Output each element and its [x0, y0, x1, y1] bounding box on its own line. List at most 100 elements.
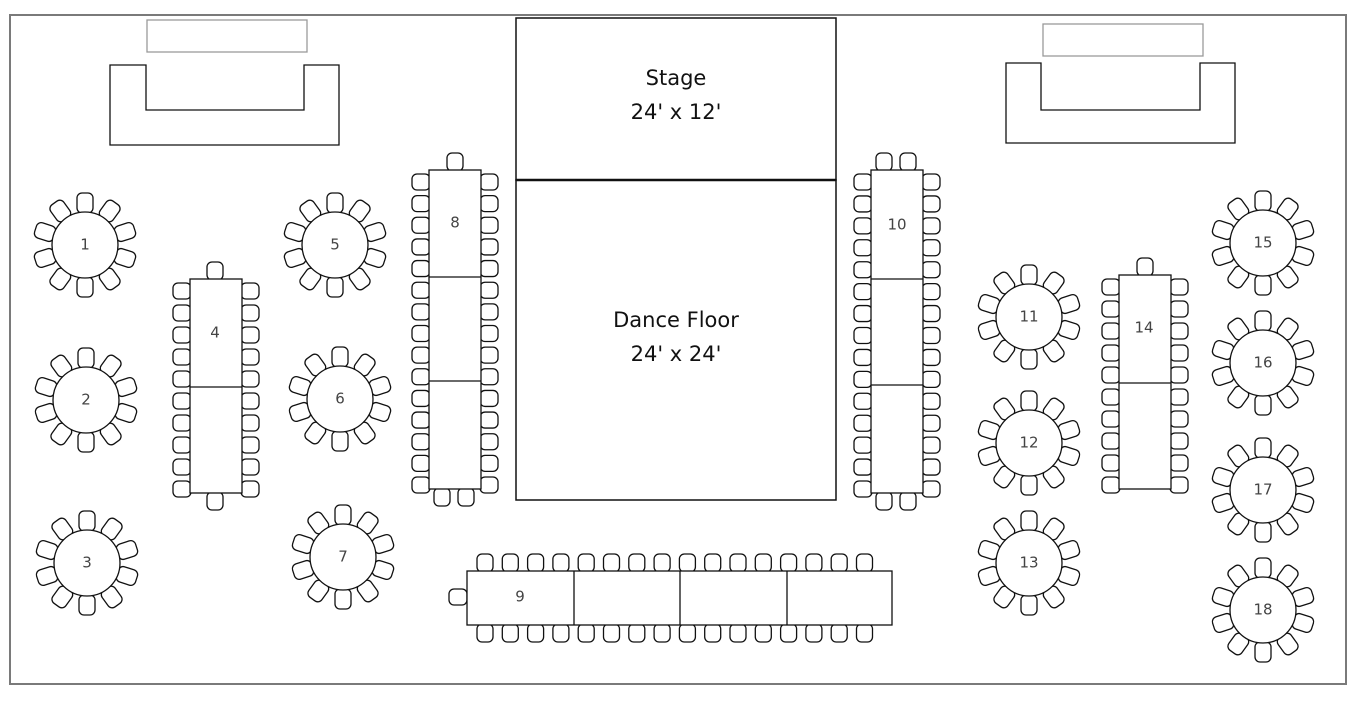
chair	[172, 458, 192, 476]
chair	[921, 348, 941, 367]
table-12-label: 12	[1019, 434, 1038, 452]
chair	[853, 370, 873, 389]
chair	[448, 588, 468, 606]
banquet-table-10	[853, 152, 941, 511]
chair	[853, 392, 873, 410]
chair	[479, 389, 499, 408]
chair	[331, 430, 349, 452]
chair	[479, 216, 499, 234]
chair	[921, 392, 941, 410]
chair	[853, 173, 873, 191]
chair	[899, 152, 917, 172]
chair	[853, 217, 873, 235]
chair	[602, 553, 621, 573]
chair	[479, 476, 499, 494]
chair	[678, 623, 697, 643]
chair	[805, 553, 823, 573]
table-17-label: 17	[1253, 481, 1272, 499]
chair	[479, 238, 499, 256]
chair	[921, 195, 941, 213]
chair	[240, 370, 260, 388]
chair	[172, 304, 192, 322]
chair	[476, 553, 494, 573]
chair	[921, 436, 941, 454]
chair	[830, 623, 848, 643]
round-table-2	[34, 347, 138, 453]
chair	[853, 414, 873, 432]
table-15-label: 15	[1253, 234, 1272, 252]
chair	[853, 480, 873, 498]
chair	[172, 326, 192, 344]
chair	[921, 173, 941, 191]
round-tabletop	[1229, 576, 1297, 644]
chair	[853, 348, 873, 367]
dance-floor-title: Dance Floor	[613, 308, 739, 332]
round-tabletop	[306, 365, 374, 433]
round-table-7	[291, 504, 395, 610]
banquet-tabletop	[1118, 274, 1172, 490]
chair	[779, 623, 798, 643]
chair	[1254, 521, 1272, 543]
banquet-tabletop	[870, 169, 924, 494]
chair	[1254, 394, 1272, 416]
chair	[479, 346, 499, 364]
table-11-label: 11	[1019, 308, 1038, 326]
chair	[853, 261, 873, 279]
chair	[411, 259, 431, 278]
round-tabletop	[1229, 456, 1297, 524]
chair	[921, 239, 941, 257]
table-10-label: 10	[887, 216, 906, 234]
chair	[479, 454, 499, 473]
chair	[1101, 388, 1121, 406]
chair	[853, 239, 873, 257]
chair	[240, 414, 260, 432]
chair	[1101, 476, 1121, 494]
chair	[1020, 390, 1038, 412]
round-table-18	[1211, 557, 1315, 663]
chair	[411, 454, 431, 473]
round-tabletop	[995, 409, 1063, 477]
chair	[704, 623, 722, 643]
chair	[240, 304, 260, 322]
lounge-left-sofa	[109, 64, 340, 146]
chair	[1169, 388, 1189, 406]
table-5-label: 5	[330, 236, 340, 254]
lounge-left	[109, 19, 340, 146]
chair	[411, 238, 431, 256]
round-table-6	[288, 346, 392, 452]
dance-floor	[515, 179, 837, 501]
round-table-15	[1211, 190, 1315, 296]
chair	[501, 623, 519, 643]
chair	[899, 491, 917, 511]
chair	[479, 259, 499, 278]
round-table-17	[1211, 437, 1315, 543]
round-tabletop	[1229, 209, 1297, 277]
chair	[1169, 410, 1189, 428]
chair	[853, 195, 873, 213]
round-tabletop	[1229, 329, 1297, 397]
table-6-label: 6	[335, 390, 345, 408]
chair	[1101, 344, 1121, 362]
chair	[479, 411, 499, 429]
table-13-label: 13	[1019, 554, 1038, 572]
chair	[552, 553, 570, 573]
chair	[754, 623, 772, 643]
chair	[653, 623, 671, 643]
lounge-left-table	[146, 19, 308, 53]
chair	[240, 436, 260, 454]
chair	[1101, 410, 1121, 428]
round-table-12	[977, 390, 1081, 496]
chair	[1254, 310, 1272, 332]
chair	[334, 588, 352, 610]
chair	[240, 480, 260, 498]
chair	[479, 433, 499, 451]
chair	[1169, 278, 1189, 296]
banquet-table-9	[448, 553, 893, 643]
chair	[1254, 274, 1272, 296]
chair	[411, 433, 431, 451]
chair	[78, 510, 96, 532]
chair	[1169, 432, 1189, 450]
chair	[172, 282, 192, 300]
chair	[1020, 264, 1038, 286]
chair	[501, 553, 519, 573]
